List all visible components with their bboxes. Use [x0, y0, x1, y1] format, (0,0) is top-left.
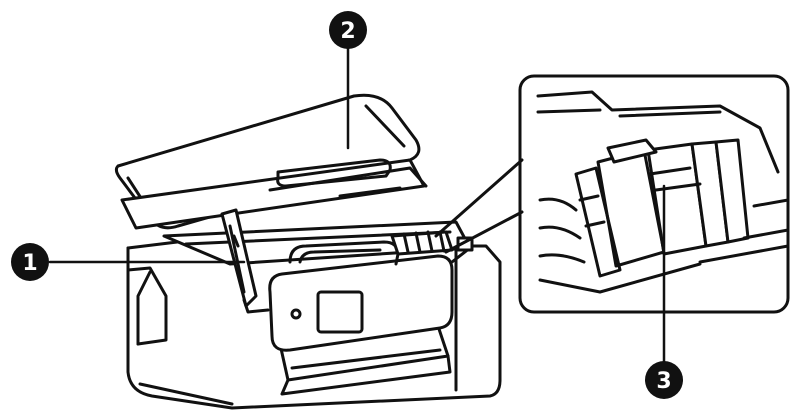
- scanner-support: [220, 208, 270, 314]
- control-panel: [268, 246, 472, 352]
- callout-3: 3: [645, 361, 683, 399]
- power-button: [290, 308, 302, 320]
- ink-cartridges: [596, 138, 750, 268]
- leader-lines: [48, 44, 666, 364]
- callout-2-number: 2: [340, 19, 355, 44]
- inset-detail: [518, 74, 790, 314]
- callout-1: 1: [11, 243, 49, 281]
- callout-2: 2: [329, 11, 367, 49]
- callout-3-number: 3: [656, 369, 671, 394]
- callout-1-number: 1: [22, 251, 37, 276]
- inset-connectors: [434, 158, 524, 254]
- panel-screen: [316, 290, 364, 334]
- scanner-lid: [114, 93, 428, 230]
